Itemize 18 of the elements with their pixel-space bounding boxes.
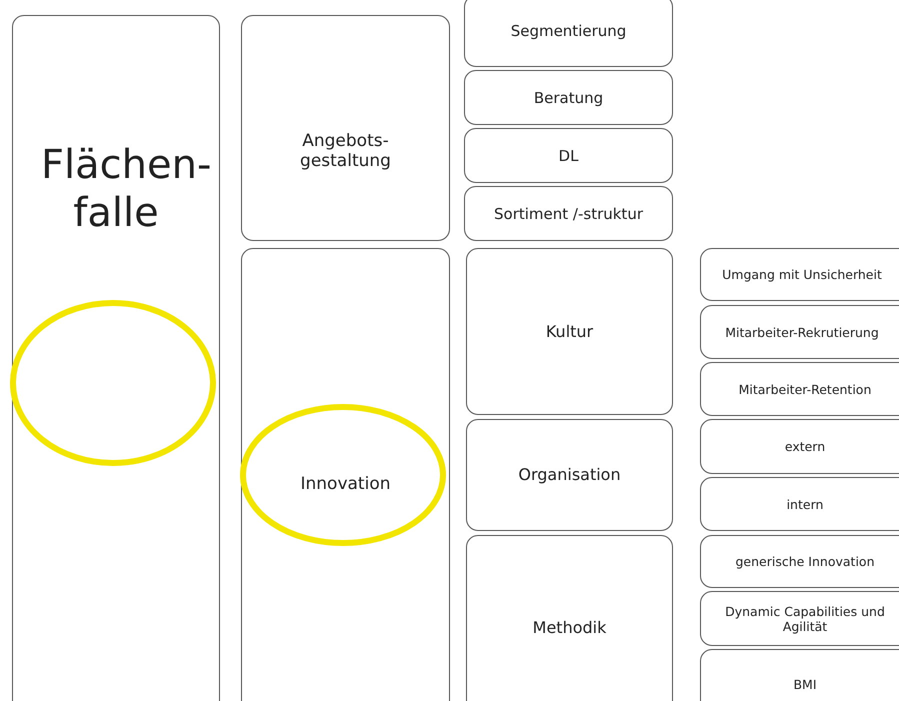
detail-box: intern — [700, 477, 899, 531]
detail-box: Umgang mit Unsicherheit — [700, 248, 899, 301]
category-box: Innovation — [241, 248, 450, 701]
topic-box: Flächen- falle — [12, 15, 220, 701]
detail-box: Dynamic Capabilities und Agilität — [700, 591, 899, 646]
category-box: Angebots- gestaltung — [241, 15, 450, 241]
detail-box: generische Innovation — [700, 535, 899, 588]
detail-box: Mitarbeiter-Retention — [700, 362, 899, 416]
aspect-box: Sortiment /-struktur — [464, 186, 673, 241]
aspect-box: Beratung — [464, 70, 673, 125]
aspect-box: Segmentierung — [464, 0, 673, 67]
aspect-box: DL — [464, 128, 673, 183]
detail-box: Mitarbeiter-Rekrutierung — [700, 305, 899, 359]
aspect-box: Methodik — [466, 535, 673, 701]
detail-box: BMI — [700, 649, 899, 701]
detail-box: extern — [700, 419, 899, 474]
aspect-box: Organisation — [466, 419, 673, 531]
aspect-box: Kultur — [466, 248, 673, 415]
